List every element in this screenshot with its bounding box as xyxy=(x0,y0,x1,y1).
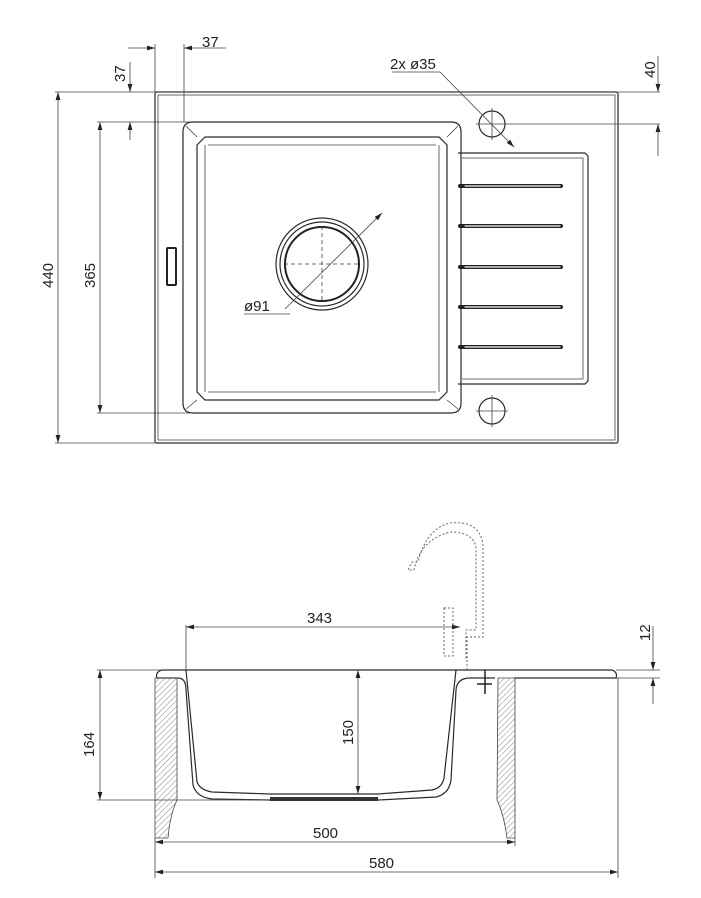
drainer xyxy=(458,152,589,385)
side-view: 343 164 150 12 500 580 xyxy=(81,522,660,878)
dim-drain: ø91 xyxy=(244,298,270,315)
dim-bowl-depth: 365 xyxy=(82,263,99,288)
dim-overall-depth: 440 xyxy=(40,263,57,288)
bowl-rim xyxy=(182,121,462,414)
dim-overall-width: 580 xyxy=(369,855,394,872)
worktop-left xyxy=(154,677,178,839)
dim-tap-hole-offset: 40 xyxy=(642,61,659,78)
dim-overall-height: 164 xyxy=(81,732,98,757)
dim-bowl-height: 150 xyxy=(340,720,357,745)
bowl-profile xyxy=(177,677,495,801)
dim-rim-thickness: 12 xyxy=(637,624,654,641)
dim-tap-holes: 2x ø35 xyxy=(390,56,436,73)
countertop-rim xyxy=(155,669,618,679)
drain-outlet xyxy=(244,212,383,315)
dim-cutout-width: 500 xyxy=(313,825,338,842)
top-view: 37 37 440 365 40 2x ø35 ø91 xyxy=(40,34,661,444)
faucet-outline xyxy=(407,522,492,694)
worktop-right xyxy=(496,677,516,839)
overflow-slot xyxy=(166,247,177,286)
dim-flange-x: 37 xyxy=(202,34,219,51)
dim-flange-y: 37 xyxy=(112,65,129,82)
tap-holes xyxy=(392,71,660,427)
dim-bowl-width: 343 xyxy=(307,610,332,627)
